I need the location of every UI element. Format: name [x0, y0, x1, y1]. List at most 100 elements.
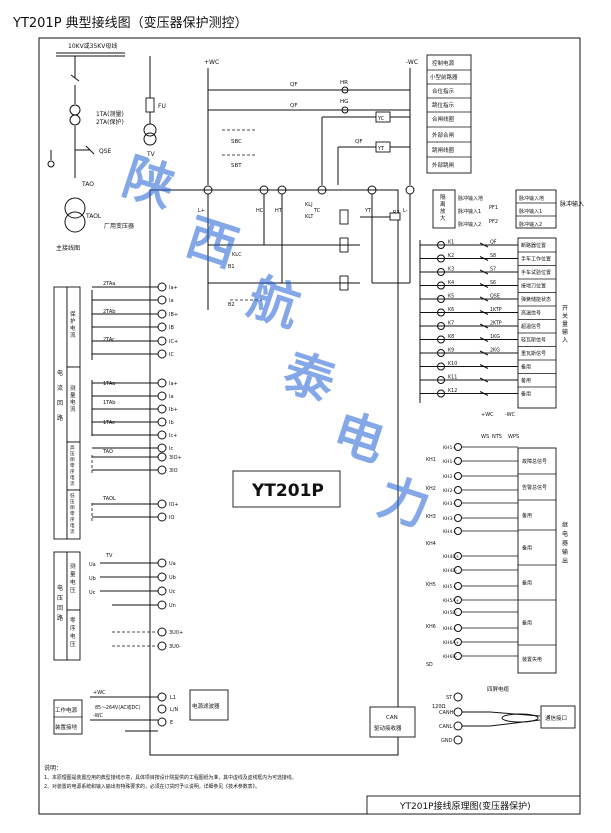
do-relay-tag: KH1: [426, 457, 436, 463]
notes: 说明： 1、本原理图是装置应用的典型接线示意，具体项目按设计院提供的工程图纸为准…: [44, 764, 297, 790]
vg-2: 压: [57, 595, 63, 602]
di-gl-4: 输: [562, 328, 568, 336]
fu-label: FU: [158, 103, 166, 110]
taol-label: TAOL: [85, 213, 102, 220]
do-terminal-label: KH5+: [443, 584, 456, 590]
drawing-frame: [38, 37, 581, 815]
voltage-terminal-label: Un: [169, 603, 176, 609]
di-terminal: [437, 241, 445, 249]
vm-2: 量: [70, 571, 76, 578]
prot-label: 保 护 电 流: [70, 310, 77, 339]
pulse-iso-label: 隔 离 放 大: [440, 193, 447, 222]
pulse-in-0: 脉冲输入地: [458, 195, 483, 202]
dc-neg-top: -WC: [406, 59, 418, 66]
voltage-group-label: 电压 回路: [57, 584, 65, 622]
voltage-terminal-label: Ua: [169, 561, 176, 567]
v-zero-label: 零序 电压: [70, 617, 77, 648]
voltage-terminal-label: Uc: [169, 589, 176, 595]
pl-3: 电: [70, 324, 76, 332]
comm-term-gnd: GND: [441, 738, 453, 744]
ctrl-label-3: 跳位指示: [432, 101, 455, 109]
vg-3: 回: [57, 605, 63, 612]
footer-box: [366, 795, 581, 815]
pulse-iso-1: 隔: [440, 193, 446, 201]
ct-meas-b: 1TAb: [103, 400, 115, 406]
ct-prot-c: 2TAc: [103, 337, 115, 343]
ct-label-1: 1TA(测量): [96, 110, 124, 118]
current-terminal: [157, 465, 167, 475]
di-label: 备用: [521, 391, 531, 398]
hz-2: 压: [70, 451, 75, 457]
ml-2: 量: [70, 392, 76, 399]
di-gl-5: 入: [562, 337, 568, 344]
current-terminal: [157, 443, 167, 453]
vz-1: 零: [70, 617, 76, 624]
pulse-iso-4: 大: [440, 214, 446, 222]
di-label: 接地刀位置: [521, 283, 546, 290]
do-label: 备用: [522, 512, 532, 519]
do-terminal: [454, 486, 462, 494]
current-terminal-label: 3IO: [169, 468, 178, 474]
term-yt: YT: [364, 208, 372, 214]
di-tag: S6: [490, 280, 496, 286]
di-contact: [479, 283, 489, 288]
current-terminal-label: 3IO+: [169, 455, 182, 461]
lz-1: 低: [70, 492, 75, 499]
di-terminal-label: K5: [448, 294, 454, 300]
comm-term-st: ST: [446, 695, 453, 701]
current-terminals: Ia+IaIB+IBIC+ICIa+IaIb+IbIc+Ic3IO+3IOIO+…: [92, 282, 182, 522]
do-terminal: [454, 472, 462, 480]
current-terminal-label: Ib: [169, 420, 174, 426]
ctrl-label-2: 合位指示: [432, 87, 455, 95]
tag-b1: B1: [228, 264, 235, 270]
do-terminal-label: KH2-: [443, 488, 454, 494]
pulse-in-2: 脉冲输入2: [458, 221, 481, 228]
model-box: [232, 470, 341, 508]
watermark-char-5: 电: [326, 403, 391, 474]
ctrl-label-5: 外部合闸: [432, 131, 454, 139]
di-contact: [479, 242, 489, 248]
voltage-terminal: [157, 572, 167, 582]
di-tag: QF: [490, 240, 497, 246]
comm-bus: 四屏电缆: [487, 685, 510, 693]
ml-4: 流: [70, 405, 76, 413]
pulse-lbl-0: 脉冲输入地: [519, 195, 544, 202]
pulse-tag-1: PF1: [489, 205, 498, 211]
do-terminal: [454, 552, 462, 560]
ct-meas-a: 1TAa: [103, 381, 115, 387]
ct-label-2: 2TA(保护): [96, 118, 124, 126]
do-terminal-label: KH5A+: [443, 598, 460, 604]
di-terminal: [437, 349, 445, 357]
di-contact: [479, 364, 489, 369]
vg-4: 路: [57, 614, 63, 622]
current-terminal: [157, 378, 167, 388]
dg-3: 器: [562, 540, 568, 547]
relay-outputs: WS NTS WPS 继电 器输 出 KH1+KH1-KH2+KH2-KH3+K…: [426, 434, 568, 674]
current-terminal-label: Ib+: [169, 407, 178, 413]
pw-term-e: E: [170, 720, 173, 726]
current-terminal: [157, 349, 167, 359]
di-label: 备用: [521, 364, 531, 371]
top-terminals: L+ HC HT TC YT L-: [198, 185, 415, 214]
dc-pos-top: +WC: [204, 59, 219, 66]
power-spec: 85～264V(AC或DC): [95, 704, 141, 711]
ct-prot-a: 2TAa: [103, 281, 115, 287]
di-terminal-label: K1: [448, 240, 454, 246]
dg-1: 继: [562, 521, 568, 529]
lz-2: 压: [70, 499, 75, 505]
vm-4: 压: [70, 587, 76, 594]
do-label: 装置失电: [522, 656, 542, 663]
current-terminal-label: Ic: [169, 446, 173, 452]
v-meas-label: 测量 电压: [70, 562, 77, 594]
lv-zero-label: 低压 侧零 序电 流: [70, 492, 76, 535]
di-terminal-label: K2: [448, 253, 454, 259]
hz-6: 电: [70, 474, 75, 481]
current-terminal-label: IC: [169, 352, 174, 358]
do-terminal-label: KH3+: [443, 501, 456, 507]
device-box: [149, 189, 399, 756]
di-terminal: [437, 389, 445, 398]
current-terminal-label: IB+: [169, 312, 178, 318]
tag-b2: B2: [228, 302, 235, 308]
do-terminal: [454, 638, 462, 646]
